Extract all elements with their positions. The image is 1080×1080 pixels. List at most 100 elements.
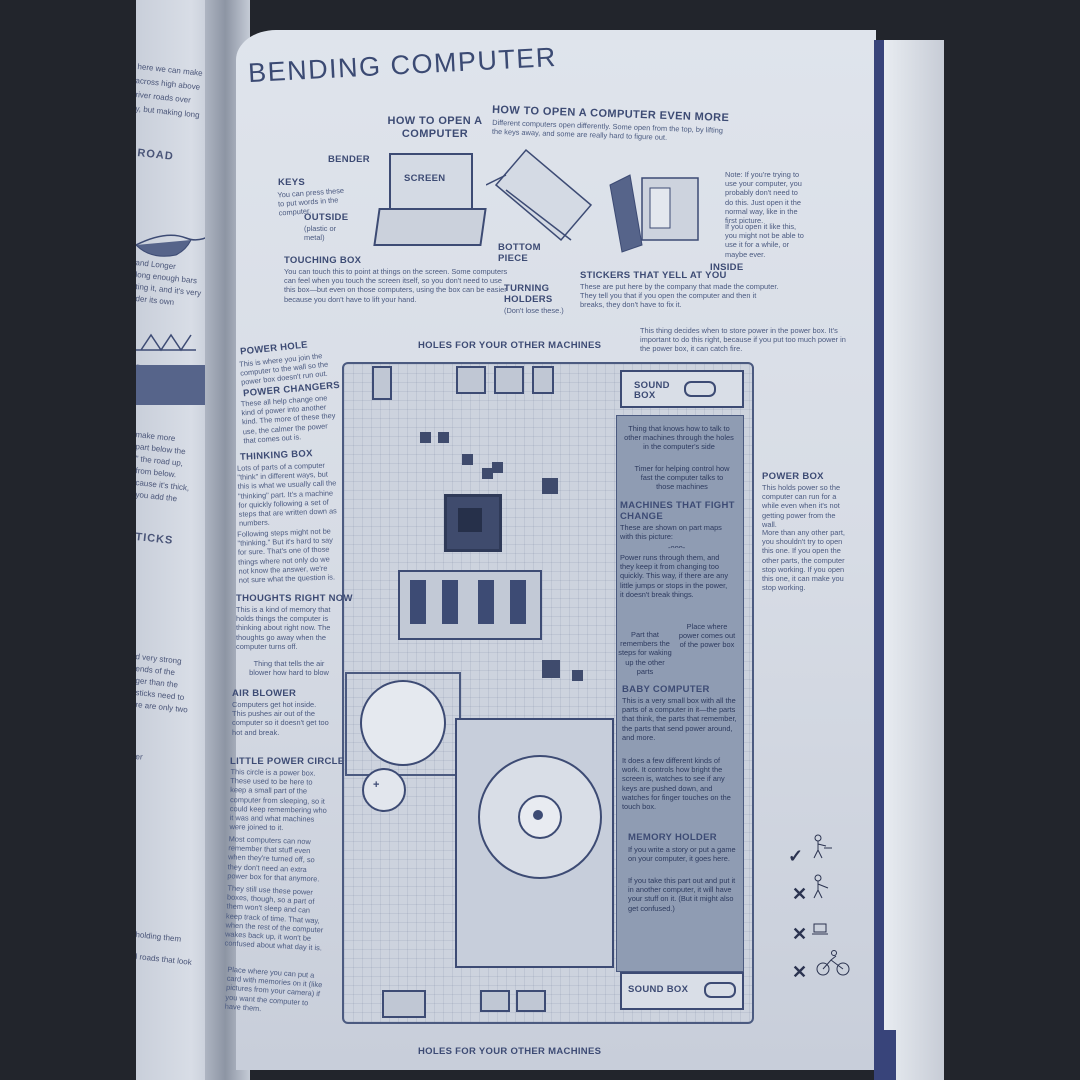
left-text: you add the [136,490,178,504]
cross-icon: ✕ [792,884,808,904]
ram-chip [510,580,526,624]
power-port [372,366,392,400]
little-power-desc-3: They still use these power boxes, though… [224,883,324,953]
air-blower-label: AIR BLOWER [232,688,297,699]
holes-top-label: HOLES FOR YOUR OTHER MACHINES [418,340,602,351]
coin-battery [362,768,406,812]
laptop-icon [812,923,828,935]
memory-holder-desc-2: If you take this part out and put it in … [628,876,736,913]
fight-change-desc: These are shown on part maps with this p… [620,523,722,542]
turning-holders-label: TURNING HOLDERS [504,283,553,305]
laptop-inside-drawing [609,174,699,253]
little-power-desc: This circle is a power box. These used t… [229,767,327,833]
left-text: river roads over [136,90,192,105]
left-text: l roads that look [136,952,193,967]
power-changers-desc: These all help change one kind of power … [240,393,336,446]
left-text: er [136,752,144,762]
power-box-desc-2: More than any other part, you shouldn't … [762,528,845,593]
speaker-grille [704,982,736,998]
laptop-opened-drawing [486,148,593,242]
baby-computer-chip [542,660,560,678]
note-1: Note: If you're trying to use your compu… [725,170,802,226]
power-chip [492,462,503,473]
remembers-steps-desc: Part that remembers the steps for waking… [618,630,672,676]
stick-figure-holding-laptop-icon [813,874,829,899]
page-number-tab [876,1030,896,1080]
usb-port [456,366,486,394]
keys-label: KEYS [278,177,306,188]
bender-label: BENDER [328,154,370,165]
fight-change-label: MACHINES THAT FIGHT CHANGE [620,500,735,522]
stick-figure-at-desk-icon [813,834,832,859]
bridge-illustration [136,333,206,405]
outside-label: OUTSIDE [304,212,349,223]
check-icon: ✓ [788,846,804,866]
fight-change-desc-2: Power runs through them, and they keep i… [620,553,729,599]
resistor-symbol: -ᴖᴖᴖ- [668,543,686,552]
turning-holders-note: (Don't lose these.) [504,306,564,315]
memory-holder-desc: If you write a story or put a game on yo… [628,845,736,864]
air-blower-fan [360,680,446,766]
sound-box-top-label: SOUND BOX [634,380,670,401]
baby-computer-label: BABY COMPUTER [622,684,710,695]
power-comes-desc: Place where power comes out of the power… [678,622,736,650]
cpu-die [458,508,482,532]
bicycle-icon [816,950,850,976]
left-text: holding them [136,930,182,944]
audio-port [532,366,554,394]
spindle-center [533,810,543,820]
cross-icon: ✕ [792,962,808,982]
io-chip [542,478,558,494]
cross-icon: ✕ [792,924,808,944]
page-stack [884,40,944,1080]
talk-other-desc: Thing that knows how to talk to other ma… [624,424,734,452]
card-place-desc: Place where you can put a card with memo… [224,964,323,1013]
power-chip [420,432,431,443]
sound-box-top [620,370,744,408]
power-box-battery [616,415,744,972]
stickers-desc: These are put here by the company that m… [580,282,779,310]
baby-computer-desc: This is a very small box with all the pa… [622,696,737,742]
left-text: der its own [136,294,175,307]
touching-box-desc: You can touch this to point at things on… [284,267,508,304]
boot-chip [572,670,583,681]
left-text: y, but making long [136,104,200,120]
left-heading: ROAD [136,147,175,163]
thoughts-now-label: THOUGHTS RIGHT NOW [236,593,353,604]
little-power-desc-2: Most computers can now remember that stu… [227,834,320,884]
card-slot [382,990,426,1018]
holes-bottom-label: HOLES FOR YOUR OTHER MACHINES [418,1046,602,1057]
power-decider-desc: This thing decides when to store power i… [640,326,846,354]
memory-holder-label: MEMORY HOLDER [628,832,717,843]
touching-box-label: TOUCHING BOX [284,255,362,266]
plus-icon: + [373,779,380,791]
screen-label: SCREEN [404,173,446,184]
power-chip [462,454,473,465]
ram-chip [410,580,426,624]
baby-computer-desc-2: It does a few different kinds of work. I… [622,756,731,812]
thoughts-now-desc: This is a kind of memory that holds thin… [236,605,331,651]
usb-port [494,366,524,394]
power-box-label: POWER BOX [762,471,824,482]
stickers-label: STICKERS THAT YELL AT YOU [580,270,727,281]
sound-box-bottom-label: SOUND BOX [628,984,689,995]
ram-chip [442,580,458,624]
timer-desc: Timer for helping control how fast the c… [634,464,730,492]
air-tells-desc: Thing that tells the air blower how hard… [249,659,329,678]
little-power-label: LITTLE POWER CIRCLE [230,756,345,767]
usb-port [516,990,546,1012]
air-blower-desc: Computers get hot inside. This pushes ai… [232,700,329,737]
left-heading: TICKS [136,531,174,547]
speaker-grille [684,381,716,397]
timer-chip [482,468,493,479]
laptop-base-drawing [373,208,487,246]
inside-label: INSIDE [710,262,744,273]
power-box-desc: This holds power so the computer can run… [762,483,841,529]
page-edge [874,40,884,1080]
bottom-piece-label: BOTTOM PIECE [498,242,541,264]
thinking-box-desc: Lots of parts of a computer "think" in d… [236,460,337,528]
ram-chip [478,580,494,624]
note-2: If you open it like this, you might not … [725,222,804,259]
power-chip [438,432,449,443]
outside-desc: (plastic or metal) [304,224,337,243]
